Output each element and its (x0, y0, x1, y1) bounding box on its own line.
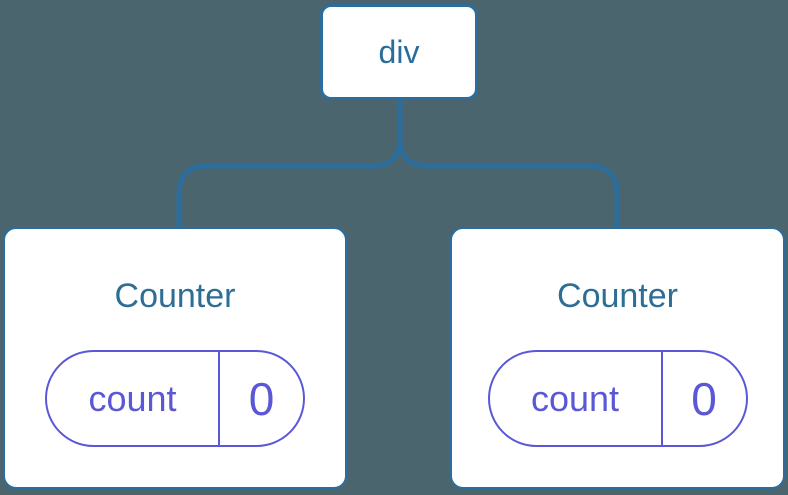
connector-left-branch (176, 98, 403, 229)
component-title: Counter (114, 277, 236, 315)
component-title: Counter (557, 277, 678, 315)
state-value: 0 (660, 352, 746, 445)
state-badge: count 0 (45, 350, 305, 447)
component-card-counter-1: Counter count 0 (3, 227, 347, 489)
tree-node-div-label: div (378, 33, 420, 70)
tree-node-div: div (320, 4, 478, 100)
state-badge: count 0 (487, 350, 748, 447)
state-name: count (88, 377, 177, 419)
state-name: count (530, 377, 620, 419)
state-value: 0 (218, 352, 303, 445)
connector-right-branch (397, 98, 620, 229)
component-card-counter-2: Counter count 0 (450, 227, 785, 489)
